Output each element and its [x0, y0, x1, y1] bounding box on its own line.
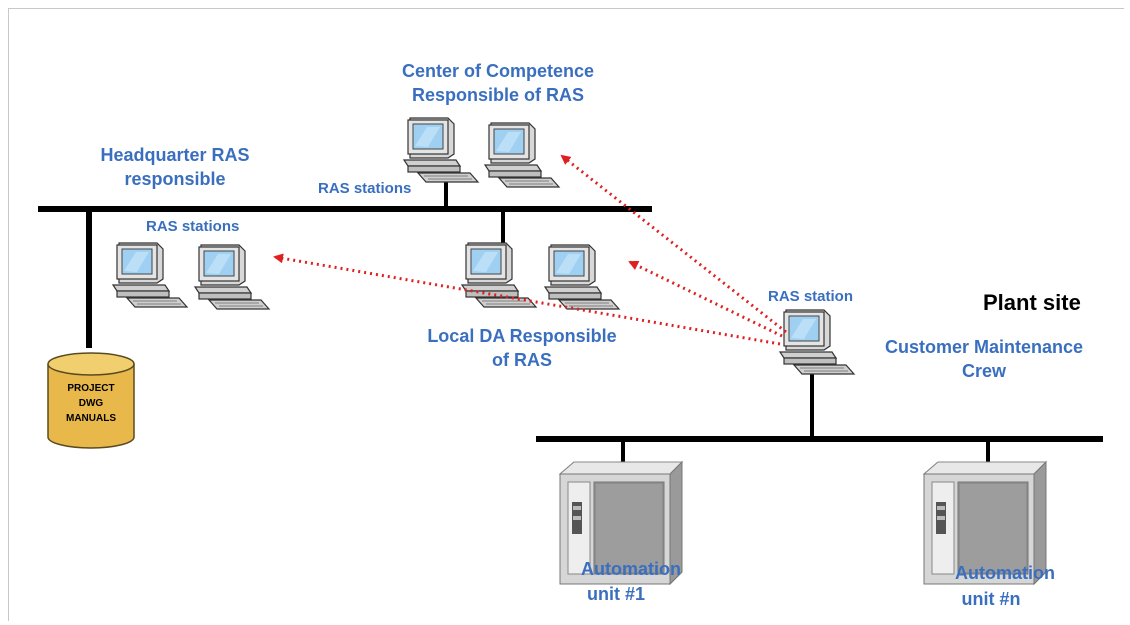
automationn-label-line2: unit #n — [962, 589, 1021, 609]
hq-label-line1: Headquarter RAS — [100, 145, 249, 165]
hq-label-line2: responsible — [124, 169, 225, 189]
db-label-line1: PROJECT — [67, 383, 114, 394]
automation1-label-line2: unit #1 — [587, 584, 645, 604]
customer-label-line2: Crew — [962, 361, 1007, 381]
local-da-workstation-2-icon — [544, 244, 620, 310]
customer-label-line1: Customer Maintenance — [885, 337, 1083, 357]
db-label-line3: MANUALS — [66, 413, 116, 424]
local-da-label-line1: Local DA Responsible — [427, 326, 616, 346]
headquarter-network — [38, 178, 652, 348]
local-da-workstation-1-icon — [461, 242, 537, 308]
database-icon: PROJECT DWG MANUALS — [47, 352, 135, 449]
plant-workstation-icon — [779, 309, 855, 375]
plant-network — [536, 362, 1103, 466]
center-competence-label-line1: Center of Competence — [402, 61, 594, 81]
ras-station-plant-label: RAS station — [768, 288, 853, 305]
diagram-frame — [8, 8, 1124, 621]
arrow-to-local-da — [628, 260, 783, 338]
plant-site-label: Plant site — [983, 290, 1081, 315]
hq-workstation-1-icon — [112, 242, 188, 308]
center-competence-label-line2: Responsible of RAS — [412, 85, 584, 105]
automationn-label-line1: Automation — [955, 563, 1055, 583]
local-da-label-line2: of RAS — [492, 350, 552, 370]
ras-stations-top-label: RAS stations — [318, 180, 411, 197]
hq-workstation-2-icon — [194, 244, 270, 310]
ras-stations-left-label: RAS stations — [146, 218, 239, 235]
coc-workstation-1-icon — [403, 117, 479, 183]
coc-workstation-2-icon — [484, 122, 560, 188]
remote-access-arrows — [273, 154, 787, 346]
automation1-label-line1: Automation — [581, 559, 681, 579]
arrow-to-hq — [273, 253, 781, 346]
db-label-line2: DWG — [79, 398, 104, 409]
